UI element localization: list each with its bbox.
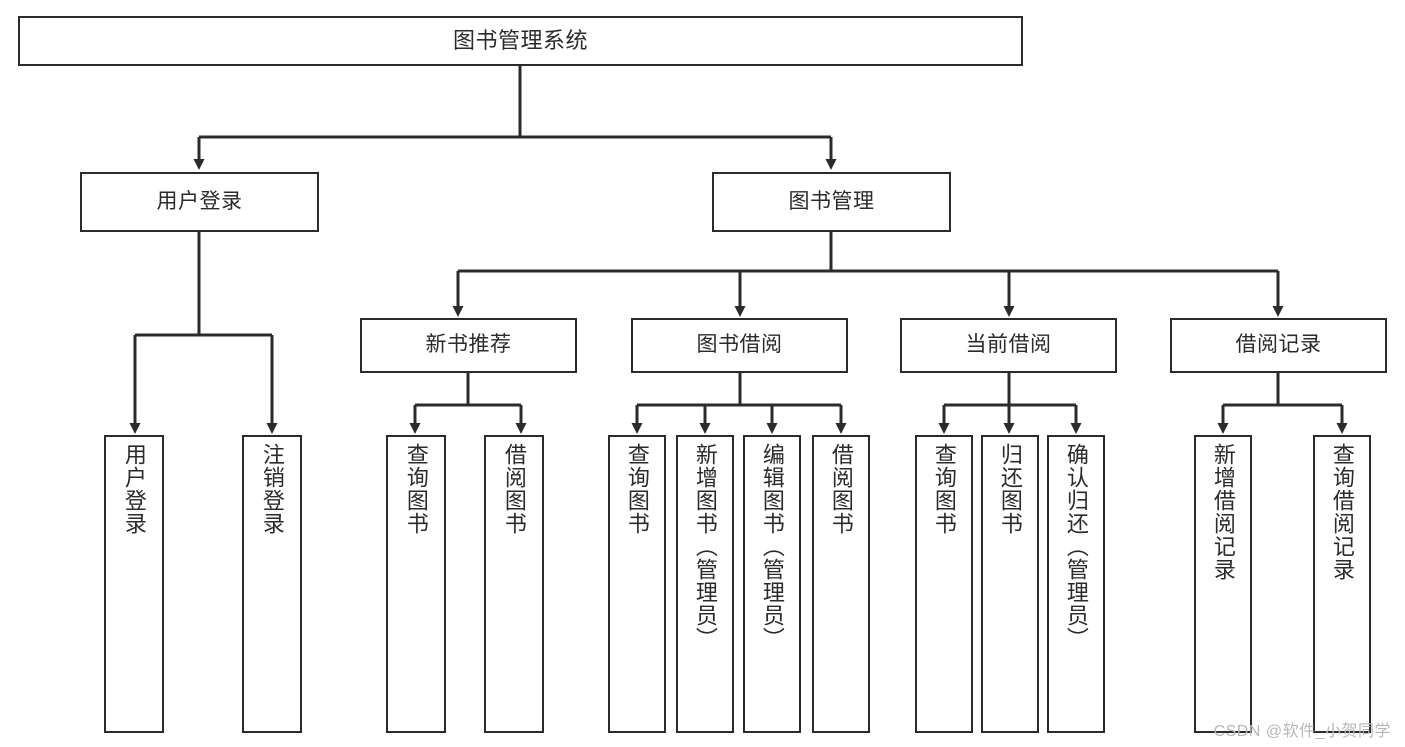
node-label: 借阅记录 bbox=[1235, 333, 1322, 357]
leaf-borrow-book-recommend[interactable]: 借阅图书 bbox=[484, 435, 544, 733]
node-label: 借阅图书 bbox=[828, 443, 854, 535]
leaf-logout[interactable]: 注销登录 bbox=[242, 435, 302, 733]
leaf-add-book-admin[interactable]: 新增图书（管理员） bbox=[676, 435, 734, 733]
node-label: 借阅图书 bbox=[501, 443, 527, 535]
node-label: 查询图书 bbox=[931, 443, 957, 535]
leaf-query-book-borrow[interactable]: 查询图书 bbox=[608, 435, 666, 733]
node-current-borrow[interactable]: 当前借阅 bbox=[900, 318, 1117, 373]
node-label: 新书推荐 bbox=[425, 333, 512, 357]
node-label: 编辑图书（管理员） bbox=[759, 443, 785, 650]
leaf-query-book-current[interactable]: 查询图书 bbox=[915, 435, 973, 733]
node-book-borrow[interactable]: 图书借阅 bbox=[631, 318, 848, 373]
node-label: 查询图书 bbox=[403, 443, 429, 535]
node-borrow-record[interactable]: 借阅记录 bbox=[1170, 318, 1387, 373]
node-label: 图书管理 bbox=[788, 189, 875, 213]
node-label: 注销登录 bbox=[259, 443, 285, 535]
node-label: 用户登录 bbox=[156, 189, 243, 213]
node-book-management[interactable]: 图书管理 bbox=[712, 172, 951, 232]
node-root-system[interactable]: 图书管理系统 bbox=[18, 16, 1023, 66]
leaf-user-login[interactable]: 用户登录 bbox=[104, 435, 164, 733]
node-label: 用户登录 bbox=[121, 443, 147, 535]
node-label: 查询借阅记录 bbox=[1329, 443, 1355, 581]
node-user-login[interactable]: 用户登录 bbox=[80, 172, 319, 232]
node-label: 新增借阅记录 bbox=[1210, 443, 1236, 581]
leaf-edit-book-admin[interactable]: 编辑图书（管理员） bbox=[743, 435, 801, 733]
node-label: 图书管理系统 bbox=[452, 28, 588, 54]
node-label: 查询图书 bbox=[624, 443, 650, 535]
leaf-return-book[interactable]: 归还图书 bbox=[981, 435, 1039, 733]
node-label: 新增图书（管理员） bbox=[692, 443, 718, 650]
node-label: 归还图书 bbox=[997, 443, 1023, 535]
node-label: 确认归还（管理员） bbox=[1063, 443, 1089, 650]
node-label: 当前借阅 bbox=[965, 333, 1052, 357]
node-label: 图书借阅 bbox=[696, 333, 783, 357]
leaf-query-book-recommend[interactable]: 查询图书 bbox=[386, 435, 446, 733]
leaf-borrow-book[interactable]: 借阅图书 bbox=[812, 435, 870, 733]
leaf-query-borrow-record[interactable]: 查询借阅记录 bbox=[1313, 435, 1371, 733]
leaf-confirm-return-admin[interactable]: 确认归还（管理员） bbox=[1047, 435, 1105, 733]
node-new-book-recommend[interactable]: 新书推荐 bbox=[360, 318, 577, 373]
watermark-text: CSDN @软件_小贺同学 bbox=[1213, 723, 1391, 740]
leaf-add-borrow-record[interactable]: 新增借阅记录 bbox=[1194, 435, 1252, 733]
